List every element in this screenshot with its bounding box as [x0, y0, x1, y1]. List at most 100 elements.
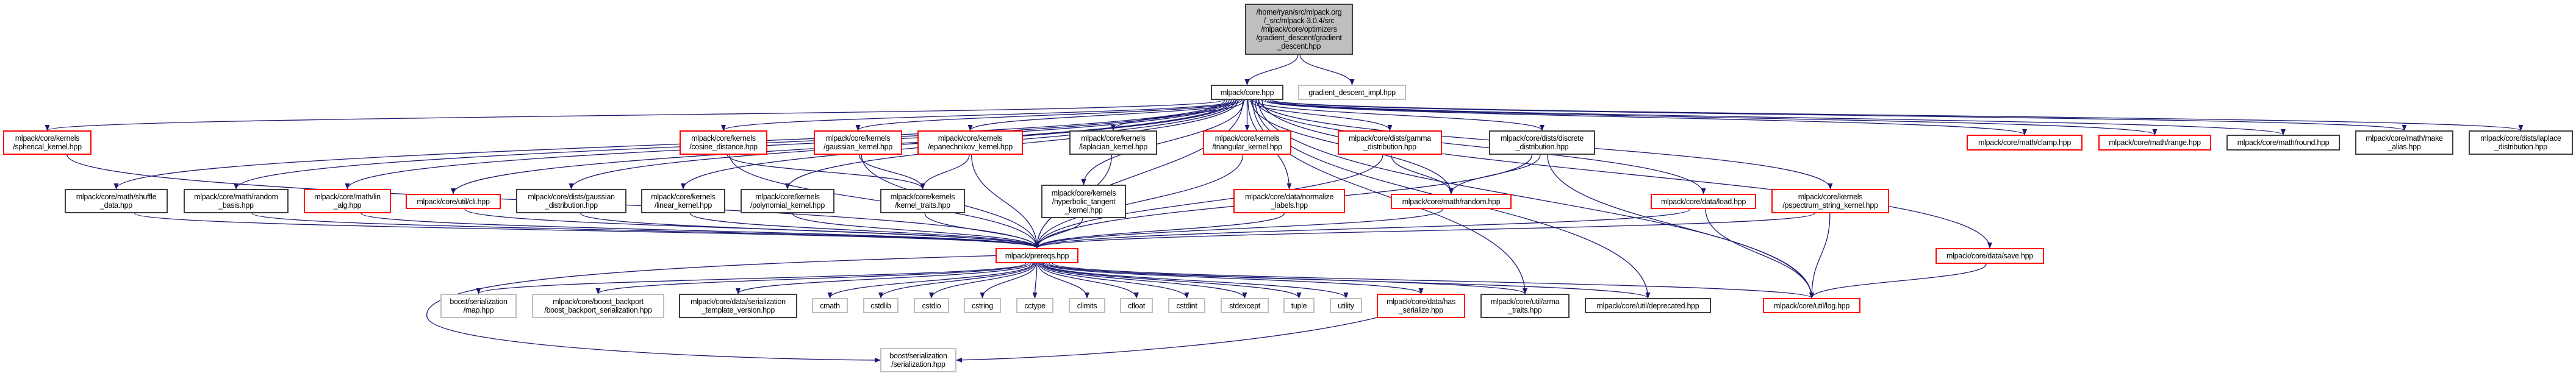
- edge-core-to-makealias: [1269, 99, 2406, 131]
- edge-randbasis-to-prereqs: [251, 213, 1039, 249]
- edge-core-to-save: [1261, 99, 1992, 249]
- node-cctype[interactable]: cctype: [1016, 298, 1053, 313]
- edge-prereqs-to-serialization: [426, 255, 996, 363]
- node-spherical[interactable]: mlpack/core/kernels /spherical_kernel.hp…: [3, 130, 91, 155]
- node-prereqs[interactable]: mlpack/prereqs.hpp: [996, 248, 1078, 263]
- edge-prereqs-to-cmath: [827, 263, 1033, 299]
- node-serialization[interactable]: boost/serialization /serialization.hpp: [880, 348, 956, 372]
- node-gamma[interactable]: mlpack/core/dists/gamma _distribution.hp…: [1338, 130, 1442, 155]
- edge-root-to-core: [1244, 54, 1299, 85]
- edge-core-to-prereqs: [1035, 99, 1244, 249]
- node-cfloat[interactable]: cfloat: [1120, 298, 1153, 313]
- edge-normalize-to-prereqs: [1035, 213, 1285, 249]
- edge-epan-to-prereqs: [971, 154, 1039, 249]
- node-randbasis[interactable]: mlpack/core/math/random _basis.hpp: [184, 189, 289, 213]
- node-shuffle[interactable]: mlpack/core/math/shuffle _data.hpp: [65, 189, 168, 213]
- node-gaussk[interactable]: mlpack/core/kernels /gaussian_kernel.hpp: [814, 130, 902, 155]
- node-impl[interactable]: gradient_descent_impl.hpp: [1298, 85, 1406, 100]
- edge-prereqs-to-backport: [595, 263, 1029, 294]
- node-deprecated[interactable]: mlpack/core/util/deprecated.hpp: [1585, 298, 1711, 313]
- node-cstdio[interactable]: cstdio: [914, 298, 949, 313]
- edge-prereqs-to-hasser: [1044, 263, 1424, 294]
- edge-core-to-hyperbolic: [1081, 99, 1244, 185]
- node-polynomial[interactable]: mlpack/core/kernels /polynomial_kernel.h…: [741, 189, 834, 213]
- edge-core-to-linalg: [345, 99, 1230, 190]
- edge-root-to-impl: [1299, 54, 1355, 85]
- node-makealias[interactable]: mlpack/core/math/make _alias.hpp: [2355, 130, 2453, 155]
- edge-prereqs-to-climits: [1037, 263, 1089, 299]
- edge-prereqs-to-cfloat: [1038, 263, 1139, 299]
- edge-prereqs-to-map: [476, 263, 1027, 294]
- node-round[interactable]: mlpack/core/math/round.hpp: [2226, 135, 2340, 151]
- node-hasser[interactable]: mlpack/core/data/has _serialize.hpp: [1377, 294, 1465, 318]
- edge-core-to-gamma: [1249, 99, 1393, 131]
- edge-prereqs-to-deprecated: [1049, 263, 1651, 299]
- node-clamp[interactable]: mlpack/core/math/clamp.hpp: [1967, 135, 2083, 151]
- node-ktraits[interactable]: mlpack/core/kernels /kernel_traits.hpp: [880, 189, 965, 213]
- node-utility[interactable]: utility: [1330, 298, 1362, 313]
- node-cmath[interactable]: cmath: [812, 298, 848, 313]
- edge-prereqs-to-stdexcept: [1041, 263, 1247, 299]
- edge-core-to-spherical: [45, 99, 1224, 131]
- edge-prereqs-to-log: [1052, 263, 1814, 299]
- edge-core-to-laplace: [1272, 99, 2523, 131]
- node-cstring[interactable]: cstring: [964, 298, 1001, 313]
- node-root[interactable]: /home/ryan/src/mlpack.org /_src/mlpack-3…: [1245, 4, 1353, 55]
- node-tuple[interactable]: tuple: [1283, 298, 1315, 313]
- edge-linalg-to-prereqs: [361, 213, 1039, 249]
- edge-core-to-range: [1265, 99, 2158, 135]
- edge-core-to-cosine: [721, 99, 1237, 131]
- node-backport[interactable]: mlpack/core/boost_backport /boost_backpo…: [532, 294, 664, 318]
- node-random[interactable]: mlpack/core/math/random.hpp: [1391, 194, 1512, 209]
- edge-cosine-to-ktraits: [727, 154, 925, 190]
- edge-prereqs-to-cctype: [1032, 263, 1038, 299]
- edge-save-to-log: [1809, 263, 1987, 299]
- node-laplace[interactable]: mlpack/core/dists/laplace _distribution.…: [2469, 130, 2573, 155]
- edge-epan-to-ktraits: [920, 154, 970, 190]
- node-linalg[interactable]: mlpack/core/math/lin _alg.hpp: [304, 189, 391, 213]
- node-cstdint[interactable]: cstdint: [1168, 298, 1205, 313]
- edge-gaussdist-to-prereqs: [580, 213, 1039, 249]
- node-normalize[interactable]: mlpack/core/data/normalize _labels.hpp: [1233, 189, 1345, 213]
- node-cli[interactable]: mlpack/core/util/cli.hpp: [406, 194, 501, 209]
- edge-ktraits-to-prereqs: [924, 213, 1039, 249]
- edge-prereqs-to-cstring: [980, 263, 1036, 299]
- node-log[interactable]: mlpack/core/util/log.hpp: [1763, 298, 1860, 313]
- edge-load-to-prereqs: [1035, 208, 1691, 249]
- edge-core-to-clamp: [1262, 99, 2027, 135]
- node-save[interactable]: mlpack/core/data/save.hpp: [1936, 248, 2044, 264]
- node-linear[interactable]: mlpack/core/kernels /linear_kernel.hpp: [641, 189, 725, 213]
- edge-random-to-prereqs: [1035, 208, 1444, 249]
- node-cstdlib[interactable]: cstdlib: [863, 298, 899, 313]
- node-triangular[interactable]: mlpack/core/kernels /triangular_kernel.h…: [1203, 130, 1291, 155]
- node-discrete[interactable]: mlpack/core/dists/discrete _distribution…: [1489, 130, 1595, 155]
- node-gaussdist[interactable]: mlpack/core/dists/gaussian _distribution…: [516, 189, 626, 213]
- node-tmplver[interactable]: mlpack/core/data/serialization _template…: [679, 294, 797, 318]
- edge-discrete-to-log: [1547, 154, 1814, 299]
- node-stdexcept[interactable]: stdexcept: [1221, 298, 1269, 313]
- node-cosine[interactable]: mlpack/core/kernels /cosine_distance.hpp: [680, 130, 767, 155]
- node-map[interactable]: boost/serialization /map.hpp: [440, 294, 517, 318]
- node-armatraits[interactable]: mlpack/core/util/arma _traits.hpp: [1480, 294, 1570, 318]
- node-pspectrum[interactable]: mlpack/core/kernels /pspectrum_string_ke…: [1771, 189, 1889, 213]
- edge-core-to-round: [1267, 99, 2286, 135]
- edge-gamma-to-random: [1390, 154, 1454, 194]
- edge-pspectrum-to-prereqs: [1035, 213, 1815, 249]
- edge-prereqs-to-cstdint: [1039, 263, 1189, 299]
- node-epan[interactable]: mlpack/core/kernels /epanechnikov_kernel…: [917, 130, 1023, 155]
- node-range[interactable]: mlpack/core/math/range.hpp: [2098, 135, 2211, 151]
- edge-hasser-to-serialization: [956, 316, 1380, 363]
- edge-shuffle-to-prereqs: [134, 213, 1039, 249]
- edge-core-to-discrete: [1252, 99, 1545, 131]
- node-load[interactable]: mlpack/core/data/load.hpp: [1651, 194, 1756, 209]
- edge-prereqs-to-tuple: [1041, 263, 1302, 299]
- edge-gaussk-to-ktraits: [858, 154, 925, 190]
- edge-prereqs-to-tmplver: [736, 263, 1031, 294]
- edge-core-to-load: [1255, 99, 1706, 194]
- node-climits[interactable]: climits: [1069, 298, 1105, 313]
- node-core[interactable]: mlpack/core.hpp: [1211, 85, 1283, 100]
- node-laplacian[interactable]: mlpack/core/kernels /laplacian_kernel.hp…: [1069, 130, 1157, 155]
- node-hyperbolic[interactable]: mlpack/core/kernels /hyperbolic_tangent …: [1041, 185, 1126, 218]
